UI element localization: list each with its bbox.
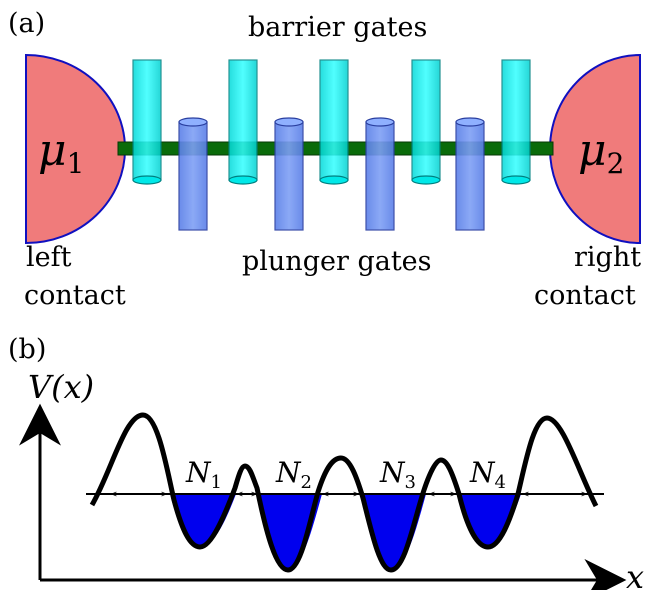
left-contact-label-line2: contact <box>24 280 126 311</box>
panel-a-tag: (a) <box>8 8 45 39</box>
panel-b: (b) V(x) x N1 N2 N3 N4 <box>8 334 644 590</box>
barrier-gate <box>228 59 258 185</box>
dot-label-n3: N3 <box>379 456 416 493</box>
plunger-gate <box>274 117 304 231</box>
barrier-gate <box>132 59 162 185</box>
left-contact-label-line1: left <box>26 242 72 273</box>
right-contact-potential: μ2 <box>578 125 624 180</box>
dot-label-n4: N4 <box>469 456 506 493</box>
right-contact-label-line2: contact <box>534 280 636 311</box>
panel-b-tag: (b) <box>8 334 46 365</box>
plunger-gate <box>365 117 395 231</box>
barrier-gate <box>411 59 441 185</box>
barrier-gate <box>501 59 531 185</box>
plunger-gates-label: plunger gates <box>242 246 432 277</box>
x-axis-label: x <box>626 558 644 590</box>
dot-label-n2: N2 <box>275 456 312 493</box>
barrier-gate <box>319 59 349 185</box>
plunger-gate <box>455 117 485 231</box>
potential-curve <box>89 412 599 573</box>
panel-a: (a) barrier gates <box>8 8 641 311</box>
y-axis-label: V(x) <box>28 368 94 406</box>
barrier-gates-label: barrier gates <box>248 12 427 43</box>
plunger-gate <box>178 117 208 231</box>
left-contact-potential: μ1 <box>38 125 84 180</box>
right-contact-label-line1: right <box>574 242 641 273</box>
dot-label-n1: N1 <box>185 456 222 493</box>
